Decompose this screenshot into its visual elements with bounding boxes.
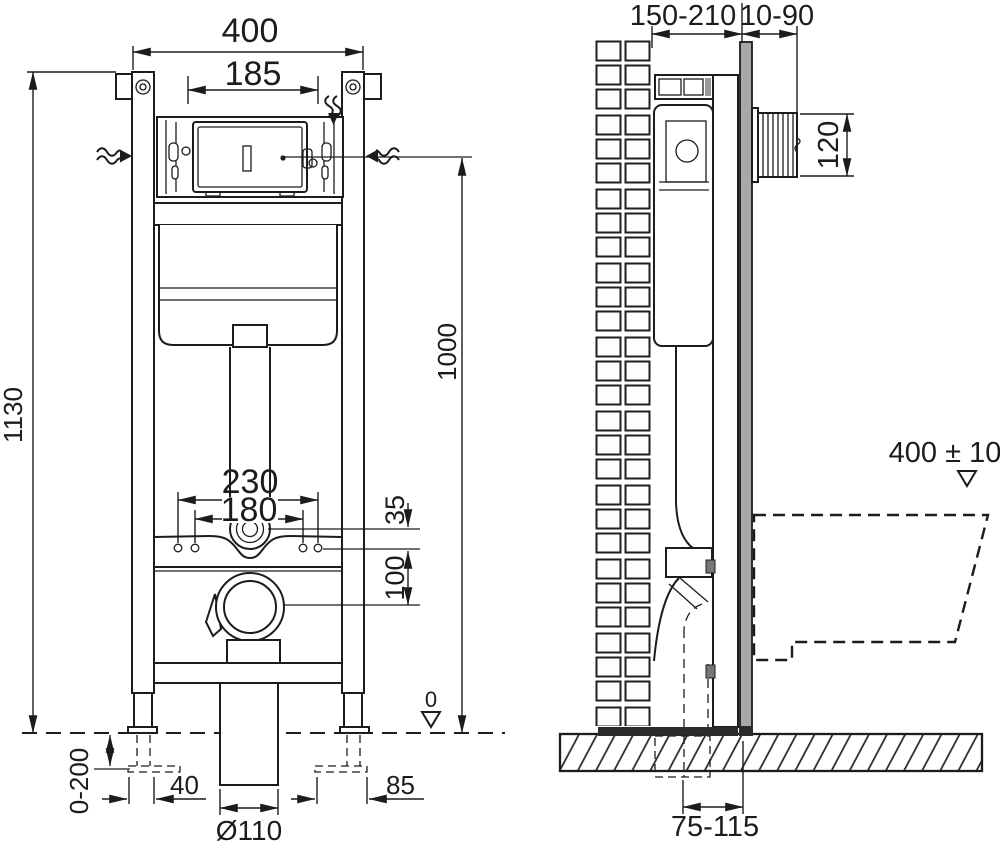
dim-flush-unit-height: 120 — [800, 113, 854, 177]
floor-slab — [558, 732, 984, 773]
dim-overall-height-label: 1130 — [0, 387, 28, 443]
dim-overall-width: 400 — [132, 12, 364, 70]
frame-posts — [131, 71, 365, 694]
dim-outlet-distance: 75-115 — [671, 741, 759, 843]
leader-dot — [280, 155, 286, 161]
wall-board — [739, 41, 753, 737]
bowl-fixing-plate — [153, 534, 343, 572]
datum-triangle-icon — [420, 711, 442, 729]
bowl-height-marker: 400 ± 10 — [889, 437, 1000, 488]
adjustable-feet — [127, 692, 370, 773]
below-floor-foot-side — [654, 735, 711, 778]
frame-column-side — [712, 74, 739, 728]
water-supply-right-icon — [366, 147, 400, 165]
dim-right-foot-label: 85 — [386, 770, 415, 800]
dim-flush-unit-height-label: 120 — [813, 121, 845, 169]
dim-waste-diameter-label: Ø110 — [216, 815, 282, 843]
toilet-bowl-outline — [752, 513, 990, 662]
waste-outlet — [204, 572, 285, 666]
lower-cross-rail — [153, 662, 343, 684]
dim-frame-depth-label: 150-210 — [630, 0, 736, 32]
front-view: 400 185 1130 100 0 230 — [0, 12, 505, 843]
frame-base-plate — [598, 727, 738, 736]
dim-outlet-offset: 100 — [284, 550, 420, 606]
dim-fixing-outer-label: 230 — [222, 463, 279, 501]
dim-wall-finish-label: 10-90 — [740, 0, 814, 32]
water-supply-left-icon — [96, 147, 132, 165]
upper-cross-rail — [153, 202, 343, 226]
dim-outlet-distance-label: 75-115 — [671, 811, 759, 843]
dim-fixing-outer: 230 — [177, 463, 319, 543]
dim-fixing-inner-label: 180 — [221, 491, 278, 529]
top-rail-side — [654, 74, 714, 100]
side-view: 150-210 10-90 120 400 ± 10 75-115 — [558, 0, 1000, 843]
dim-flush-plate-width: 185 — [187, 55, 319, 104]
water-supply-top-icon — [324, 95, 342, 125]
dim-left-foot: 40 — [102, 770, 206, 804]
datum-triangle-icon — [956, 470, 978, 488]
board-base — [739, 726, 753, 736]
floor-datum-label: 0 — [425, 687, 437, 712]
cistern-tank — [158, 225, 338, 348]
dim-overall-height: 1130 — [0, 71, 116, 734]
dim-inlet-offset-label: 35 — [380, 495, 410, 525]
flush-plate-opening — [192, 121, 313, 197]
flush-button-slot — [242, 145, 252, 172]
bowl-height-label: 400 ± 10 — [889, 437, 1000, 469]
dim-outlet-offset-label: 100 — [380, 555, 410, 600]
dim-left-foot-label: 40 — [170, 770, 199, 800]
dim-inlet-offset: 35 — [268, 495, 420, 550]
dim-flush-plate-height: 100 0 — [285, 156, 472, 734]
flush-valve-outlet — [232, 324, 268, 348]
bowl-fixing-holes — [173, 543, 323, 553]
floor-datum-front: 0 — [420, 687, 442, 729]
masonry-wall — [595, 40, 652, 726]
dim-right-foot: 85 — [291, 770, 424, 804]
dim-frame-depth: 150-210 — [630, 0, 743, 48]
cistern-side — [653, 104, 714, 347]
dim-foot-adjust-label: 0-200 — [64, 748, 94, 815]
pipework-side — [653, 346, 716, 732]
bowl-support-bracket — [665, 547, 713, 578]
dim-overall-width-label: 400 — [222, 12, 279, 50]
dim-flush-plate-height-label: 1000 — [432, 323, 462, 381]
dim-wall-finish: 10-90 — [740, 0, 814, 112]
flush-pipe-front — [229, 347, 271, 513]
dim-fixing-inner: 180 — [194, 491, 304, 543]
dim-foot-adjust: 0-200 — [64, 734, 130, 815]
waste-pipe — [219, 682, 279, 786]
flush-button-housing — [751, 107, 801, 183]
dim-waste-diameter: Ø110 — [216, 789, 282, 843]
dim-flush-plate-width-label: 185 — [225, 55, 282, 93]
